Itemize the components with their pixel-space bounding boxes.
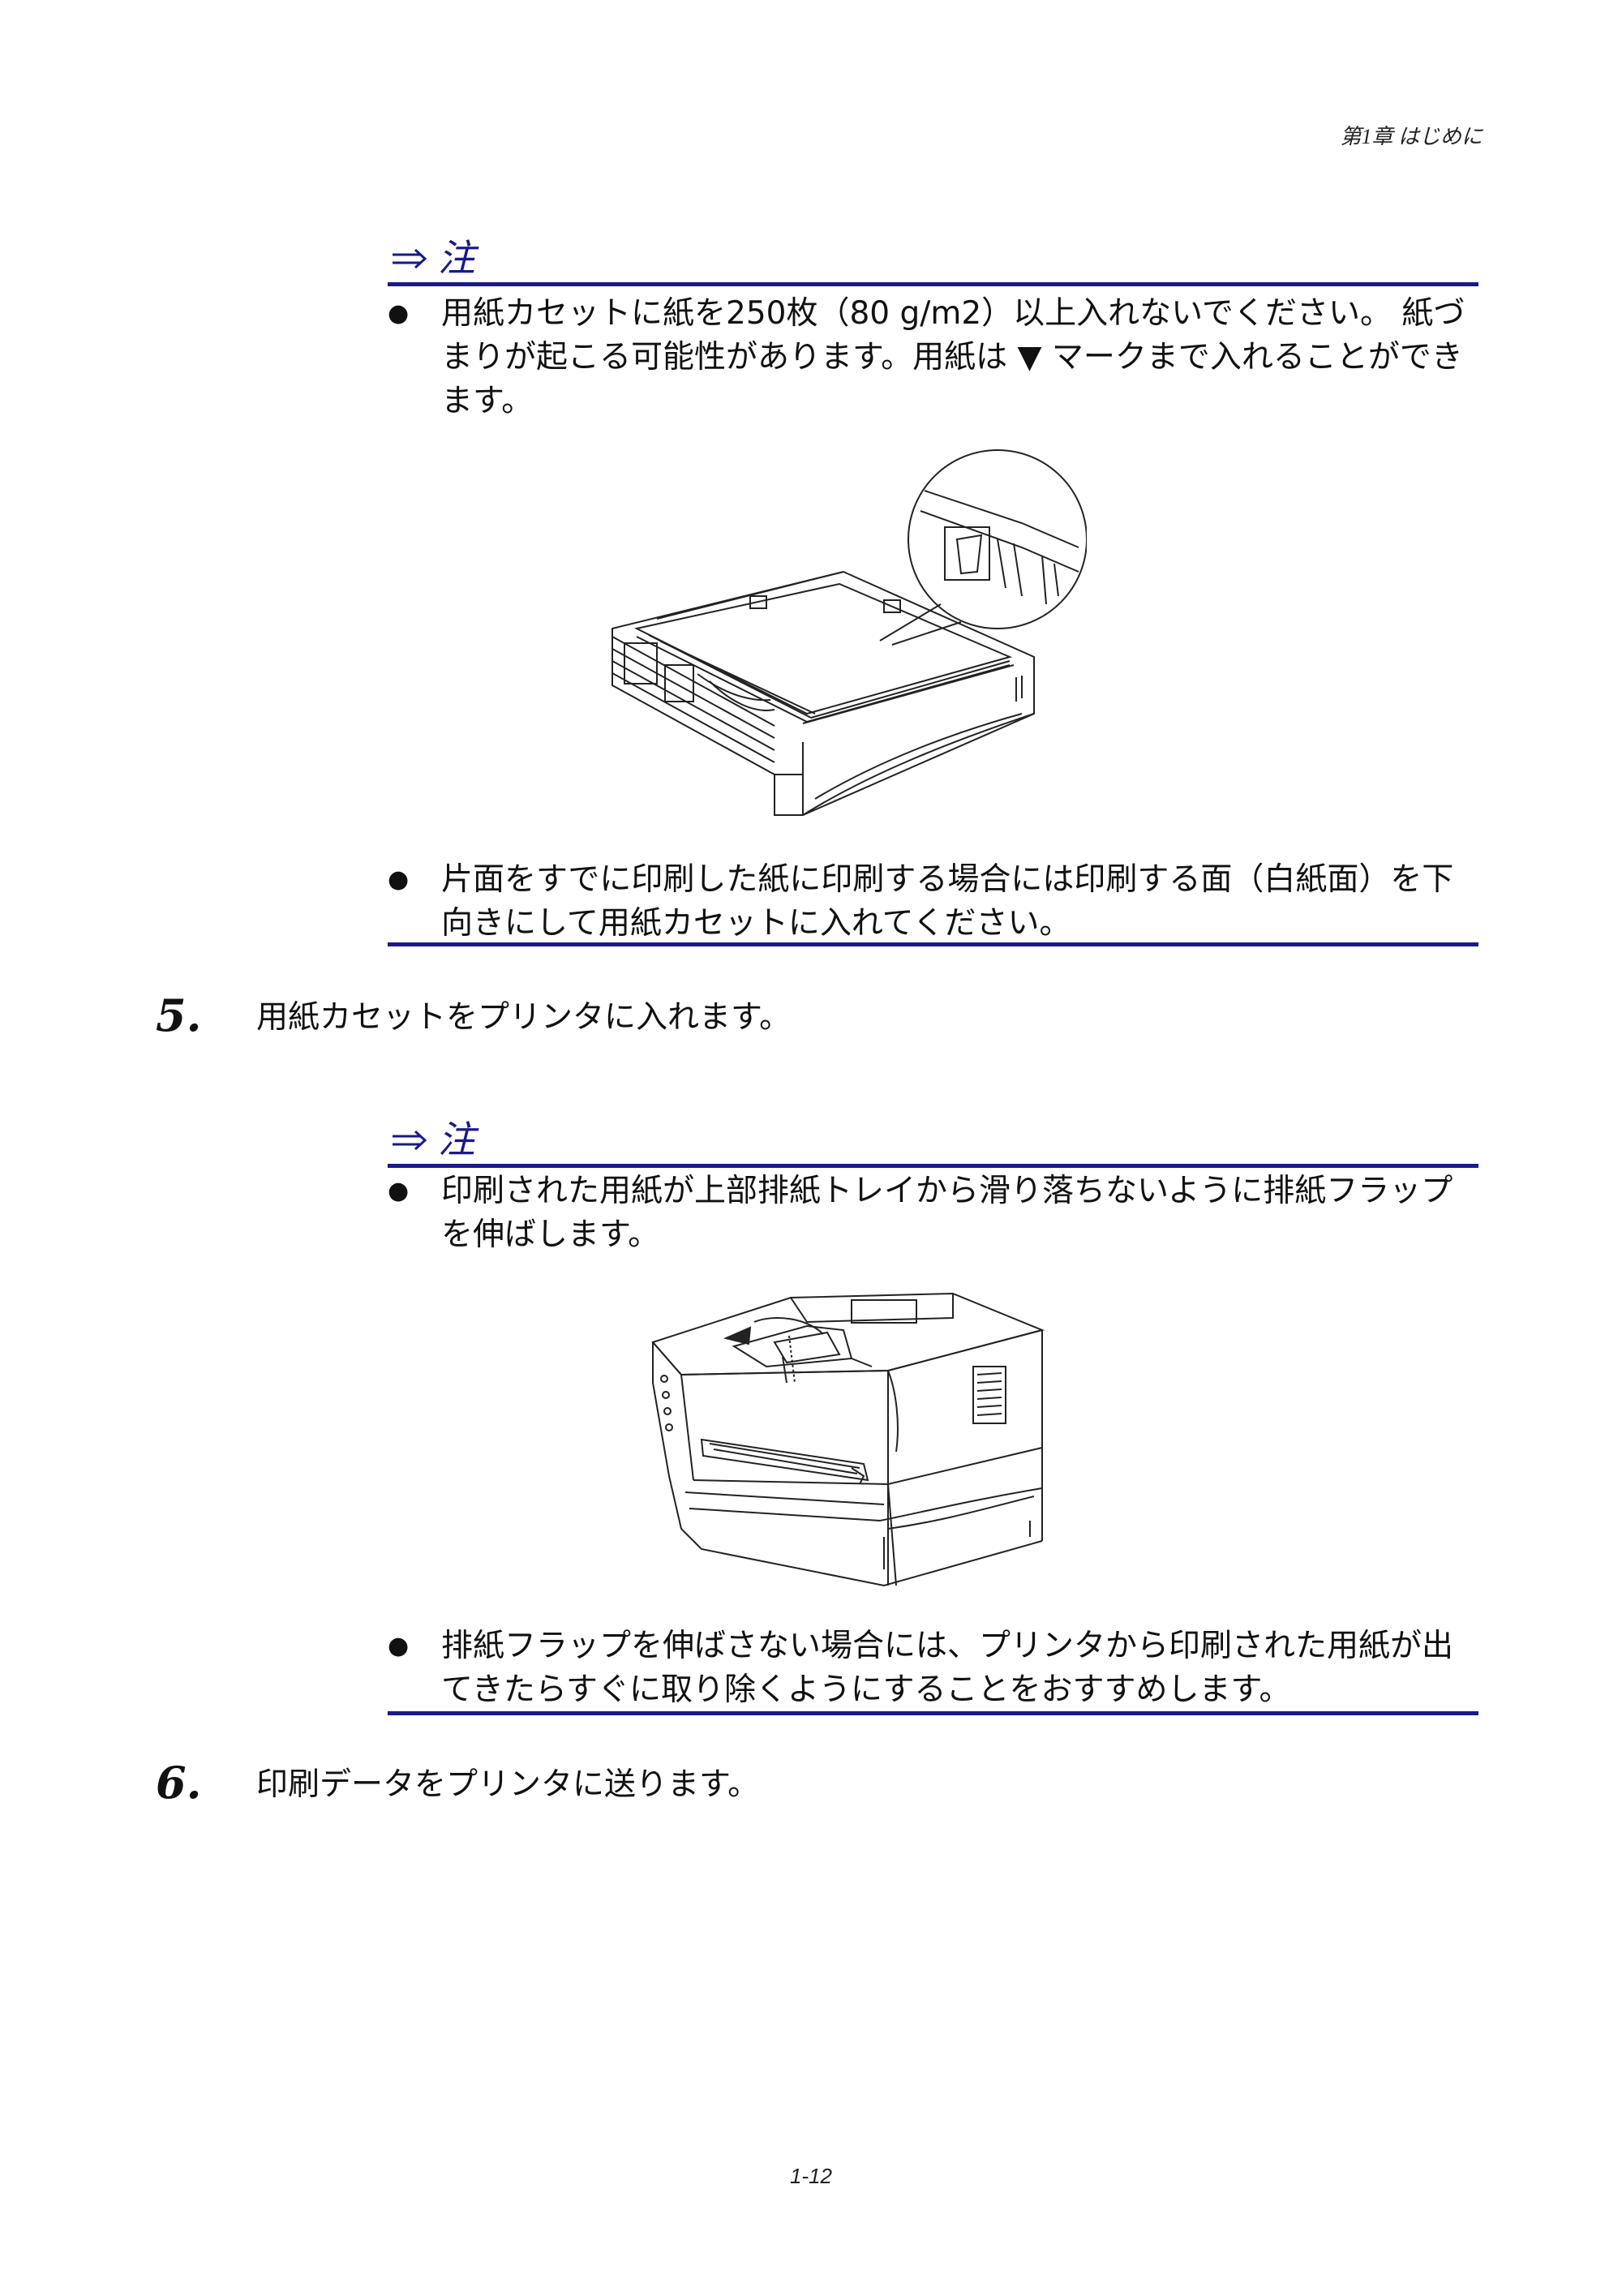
pencil-note-icon <box>391 1128 427 1152</box>
chapter-header: 第1章 はじめに <box>1340 125 1483 148</box>
step-text: 印刷データをプリンタに送ります。 <box>256 1766 760 1803</box>
page-number: 1-12 <box>789 2164 833 2188</box>
step-number: 6. <box>156 1757 202 1809</box>
note-bullet-text: 片面をすでに印刷した紙に印刷する場合には印刷する面（白紙面）を下向きにして用紙カ… <box>441 861 1454 942</box>
printer-flap-illustration <box>645 1261 1058 1594</box>
note-title: 注 <box>438 236 475 280</box>
note-end-rule <box>388 942 1478 946</box>
note-bullet-text: 印刷された用紙が上部排紙トレイから滑り落ちないように排紙フラップを伸ばします。 <box>441 1173 1453 1253</box>
note-bullet-text: 用紙カセットに紙を250枚（80 g/m2）以上入れないでください。 紙づまりが… <box>441 295 1465 419</box>
note-title: 注 <box>438 1118 475 1161</box>
bullet-icon: ● <box>388 1632 410 1660</box>
step-text: 用紙カセットをプリンタに入れます。 <box>256 999 792 1036</box>
bullet-icon: ● <box>388 299 410 328</box>
pencil-note-icon <box>391 247 427 271</box>
bullet-icon: ● <box>388 1177 410 1205</box>
note-heading-1: 注 <box>388 235 1478 286</box>
note-end-rule <box>388 1711 1478 1715</box>
note-bullet-text: 排紙フラップを伸ばさない場合には、プリンタから印刷された用紙が出てきたらすぐに取… <box>441 1628 1454 1708</box>
step-number: 5. <box>156 989 202 1041</box>
bullet-icon: ● <box>388 865 410 894</box>
note-heading-2: 注 <box>388 1117 1478 1168</box>
paper-tray-illustration <box>600 434 1087 823</box>
